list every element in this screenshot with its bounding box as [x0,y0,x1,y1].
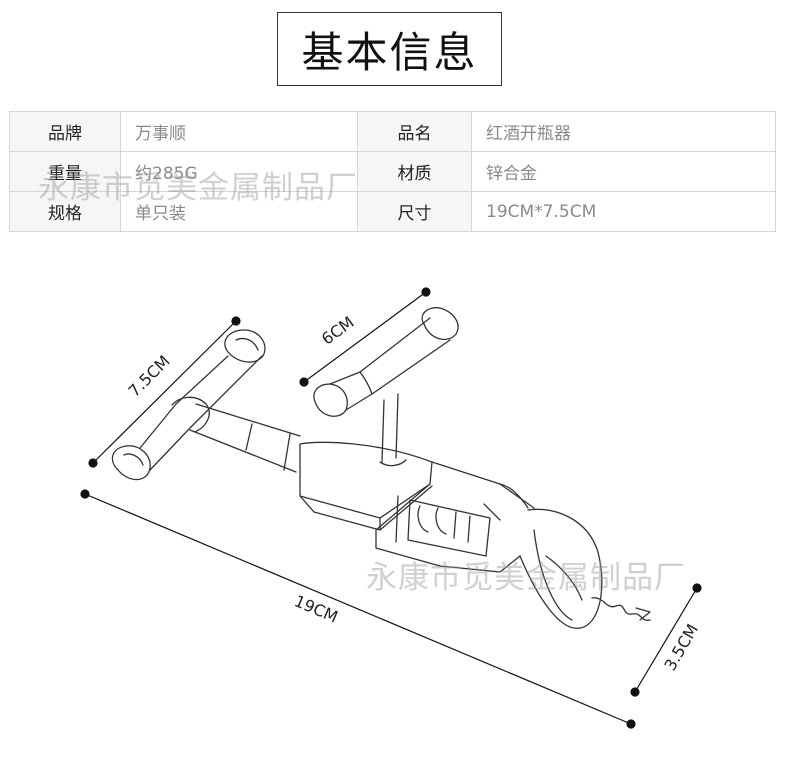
size-label: 尺寸 [357,191,472,232]
weight-label: 重量 [9,151,121,192]
handle-dimension-line [92,320,237,464]
material-label: 材质 [357,151,472,192]
page-title: 基本信息 [277,12,502,86]
dimension-dot [421,287,431,297]
handle-dimension-label: 7.5CM [125,352,174,401]
dimension-lines [80,287,702,729]
lever-dimension-line [303,291,427,383]
table-row: 规格 单只装 尺寸 19CM*7.5CM [9,191,776,232]
diameter-dimension-line [634,587,698,693]
length-dimension-label: 19CM [292,591,341,626]
product-name-value: 红酒开瓶器 [471,111,776,152]
dimension-dot [80,489,90,499]
dimension-dot [630,687,640,697]
dimension-dot [231,316,241,326]
spec-label: 规格 [9,191,121,232]
corkscrew-sketch [111,307,651,629]
diameter-dimension-label: 3.5CM [660,621,702,674]
brand-value: 万事顺 [120,111,358,152]
brand-label: 品牌 [9,111,121,152]
table-row: 品牌 万事顺 品名 红酒开瓶器 [9,111,776,152]
product-name-label: 品名 [357,111,472,152]
length-dimension-line [84,493,632,725]
dimension-dot [626,719,636,729]
dimension-dot [88,458,98,468]
lever-dimension-label: 6CM [318,313,358,349]
material-value: 锌合金 [471,151,776,192]
spec-table: 品牌 万事顺 品名 红酒开瓶器 重量 约285G 材质 锌合金 规格 单只装 尺… [9,111,776,232]
dimension-dot [692,583,702,593]
dimension-dot [299,377,309,387]
size-value: 19CM*7.5CM [471,191,776,232]
table-row: 重量 约285G 材质 锌合金 [9,151,776,192]
weight-value: 约285G [120,151,358,192]
spec-value: 单只装 [120,191,358,232]
